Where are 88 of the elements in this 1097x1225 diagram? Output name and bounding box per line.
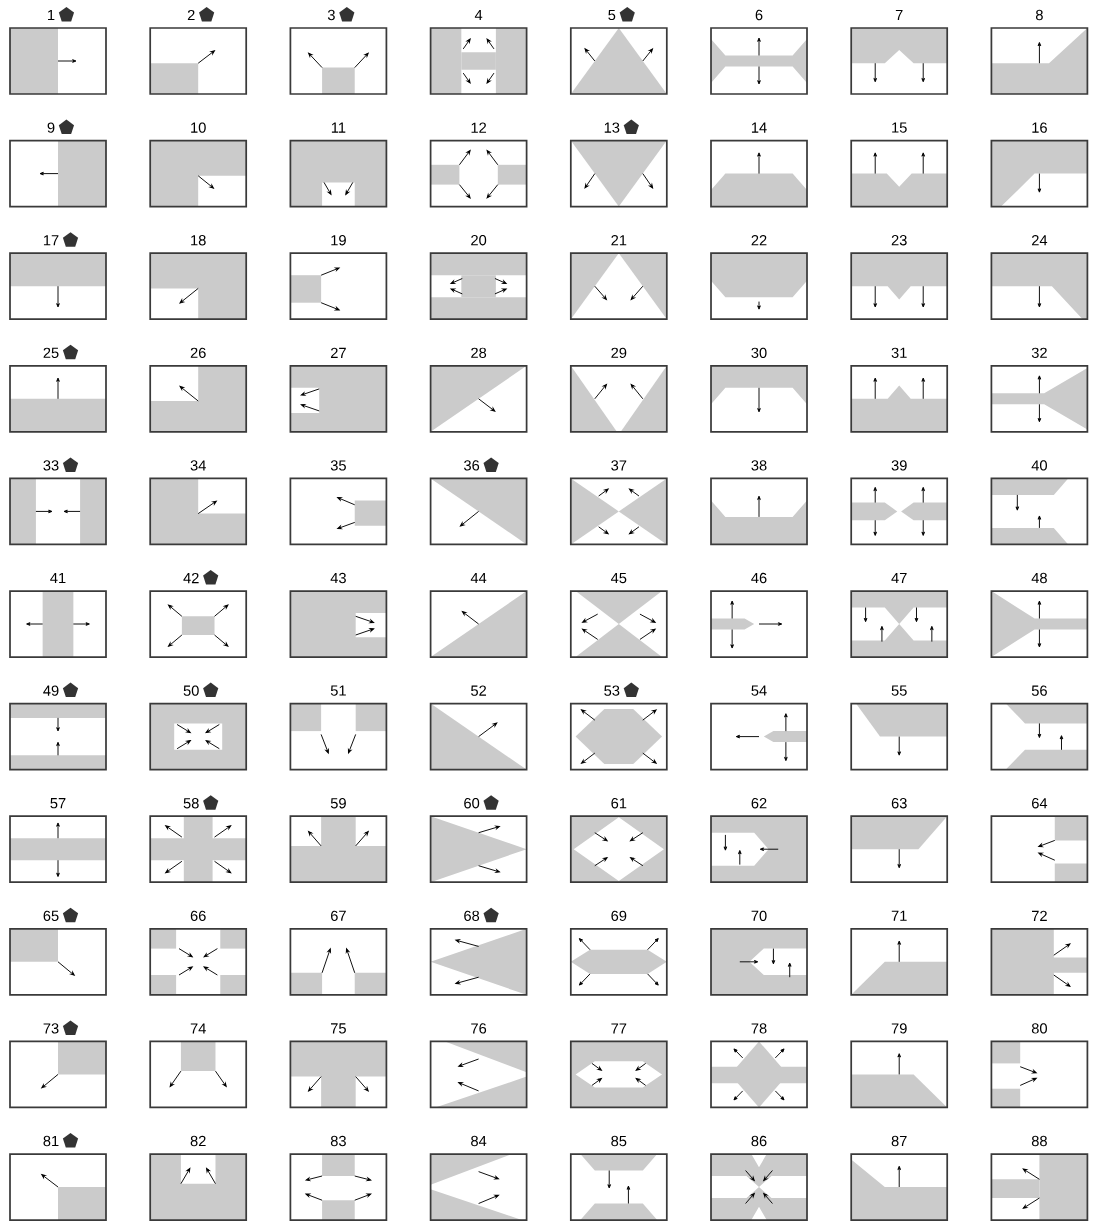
pattern-number: 72 bbox=[1032, 910, 1047, 921]
pattern-number: 57 bbox=[50, 798, 66, 809]
pattern-number: 29 bbox=[611, 347, 627, 358]
pattern-number: 61 bbox=[611, 798, 627, 809]
pattern-number: 30 bbox=[751, 347, 767, 358]
pattern-number: 81 bbox=[43, 1135, 59, 1147]
pattern-number: 66 bbox=[190, 910, 206, 921]
pattern-number: 68 bbox=[464, 910, 480, 921]
pattern-number: 50 bbox=[183, 685, 199, 696]
pattern-number: 36 bbox=[464, 460, 480, 471]
pattern-number: 18 bbox=[191, 235, 206, 246]
pattern-number: 45 bbox=[611, 572, 627, 584]
pattern-number: 77 bbox=[611, 1023, 627, 1034]
pattern-number: 54 bbox=[751, 685, 767, 696]
pattern-number: 49 bbox=[43, 685, 59, 696]
pattern-number: 40 bbox=[1031, 460, 1047, 471]
pattern-number: 80 bbox=[1031, 1023, 1047, 1034]
pattern-number: 4 bbox=[474, 9, 483, 21]
pattern-number: 46 bbox=[751, 572, 767, 584]
pattern-number: 8 bbox=[1035, 9, 1043, 21]
pattern-number: 84 bbox=[471, 1135, 487, 1147]
pattern-number: 62 bbox=[751, 798, 767, 809]
pattern-number: 2 bbox=[187, 9, 195, 21]
pattern-number: 83 bbox=[330, 1135, 346, 1147]
pattern-number: 33 bbox=[43, 460, 59, 471]
pattern-number: 1 bbox=[48, 9, 55, 21]
pattern-number: 74 bbox=[190, 1023, 206, 1034]
pattern-number: 23 bbox=[891, 235, 907, 246]
pattern-number: 9 bbox=[47, 122, 55, 133]
pattern-number: 6 bbox=[755, 9, 763, 21]
pattern-number: 65 bbox=[43, 910, 59, 921]
pattern-number: 76 bbox=[471, 1023, 487, 1034]
pattern-number: 70 bbox=[751, 910, 767, 921]
pattern-number: 16 bbox=[1032, 122, 1047, 133]
pattern-number: 75 bbox=[331, 1023, 346, 1034]
pattern-number: 82 bbox=[190, 1135, 206, 1147]
pattern-number: 38 bbox=[751, 460, 767, 471]
pattern-number: 58 bbox=[183, 798, 199, 809]
pattern-number: 88 bbox=[1031, 1135, 1047, 1147]
pattern-number: 35 bbox=[330, 460, 346, 471]
pattern-number: 27 bbox=[331, 347, 346, 358]
pattern-number: 51 bbox=[330, 685, 346, 696]
pattern-number: 48 bbox=[1031, 572, 1047, 584]
pattern-number: 31 bbox=[891, 347, 907, 358]
pattern-number: 43 bbox=[330, 572, 346, 584]
pattern-number: 71 bbox=[891, 910, 907, 921]
pattern-number: 47 bbox=[891, 572, 907, 584]
pattern-number: 44 bbox=[470, 572, 487, 584]
pattern-number: 19 bbox=[331, 235, 346, 246]
pattern-number: 7 bbox=[895, 9, 903, 21]
pattern-number: 85 bbox=[611, 1135, 627, 1147]
pattern-number: 26 bbox=[190, 347, 206, 358]
pattern-number: 37 bbox=[611, 460, 627, 471]
pattern-number: 32 bbox=[1031, 347, 1047, 358]
pattern-number: 55 bbox=[891, 685, 907, 696]
pattern-number: 60 bbox=[464, 798, 480, 809]
pattern-number: 25 bbox=[43, 347, 59, 358]
pattern-number: 14 bbox=[751, 122, 767, 133]
pattern-number: 41 bbox=[50, 572, 66, 584]
pattern-number: 53 bbox=[604, 685, 620, 696]
pattern-number: 10 bbox=[191, 122, 206, 133]
pattern-number: 78 bbox=[751, 1023, 767, 1034]
pattern-number: 52 bbox=[471, 685, 487, 696]
pattern-number: 63 bbox=[891, 798, 907, 809]
pattern-number: 5 bbox=[608, 9, 616, 21]
pattern-number: 22 bbox=[751, 235, 767, 246]
pattern-number: 64 bbox=[1032, 798, 1048, 809]
pattern-number: 3 bbox=[327, 9, 335, 21]
pattern-number: 17 bbox=[43, 235, 59, 246]
pattern-number: 21 bbox=[611, 235, 627, 246]
pattern-number: 34 bbox=[190, 460, 206, 471]
pattern-number: 13 bbox=[604, 122, 620, 133]
pattern-number: 69 bbox=[611, 910, 627, 921]
pattern-number: 28 bbox=[471, 347, 487, 358]
pattern-number: 15 bbox=[892, 122, 907, 133]
pattern-number: 12 bbox=[471, 122, 487, 133]
pattern-number: 79 bbox=[891, 1023, 907, 1034]
pattern-number: 20 bbox=[471, 235, 487, 246]
pattern-number: 42 bbox=[183, 572, 199, 584]
pattern-number: 56 bbox=[1031, 685, 1047, 696]
pattern-number: 39 bbox=[891, 460, 907, 471]
pattern-number: 59 bbox=[330, 798, 346, 809]
pattern-number: 67 bbox=[331, 910, 346, 921]
pattern-number: 87 bbox=[891, 1135, 907, 1147]
pattern-number: 73 bbox=[43, 1023, 59, 1034]
pattern-number: 11 bbox=[331, 122, 346, 133]
pattern-number: 86 bbox=[751, 1135, 767, 1147]
pattern-number: 24 bbox=[1032, 235, 1048, 246]
